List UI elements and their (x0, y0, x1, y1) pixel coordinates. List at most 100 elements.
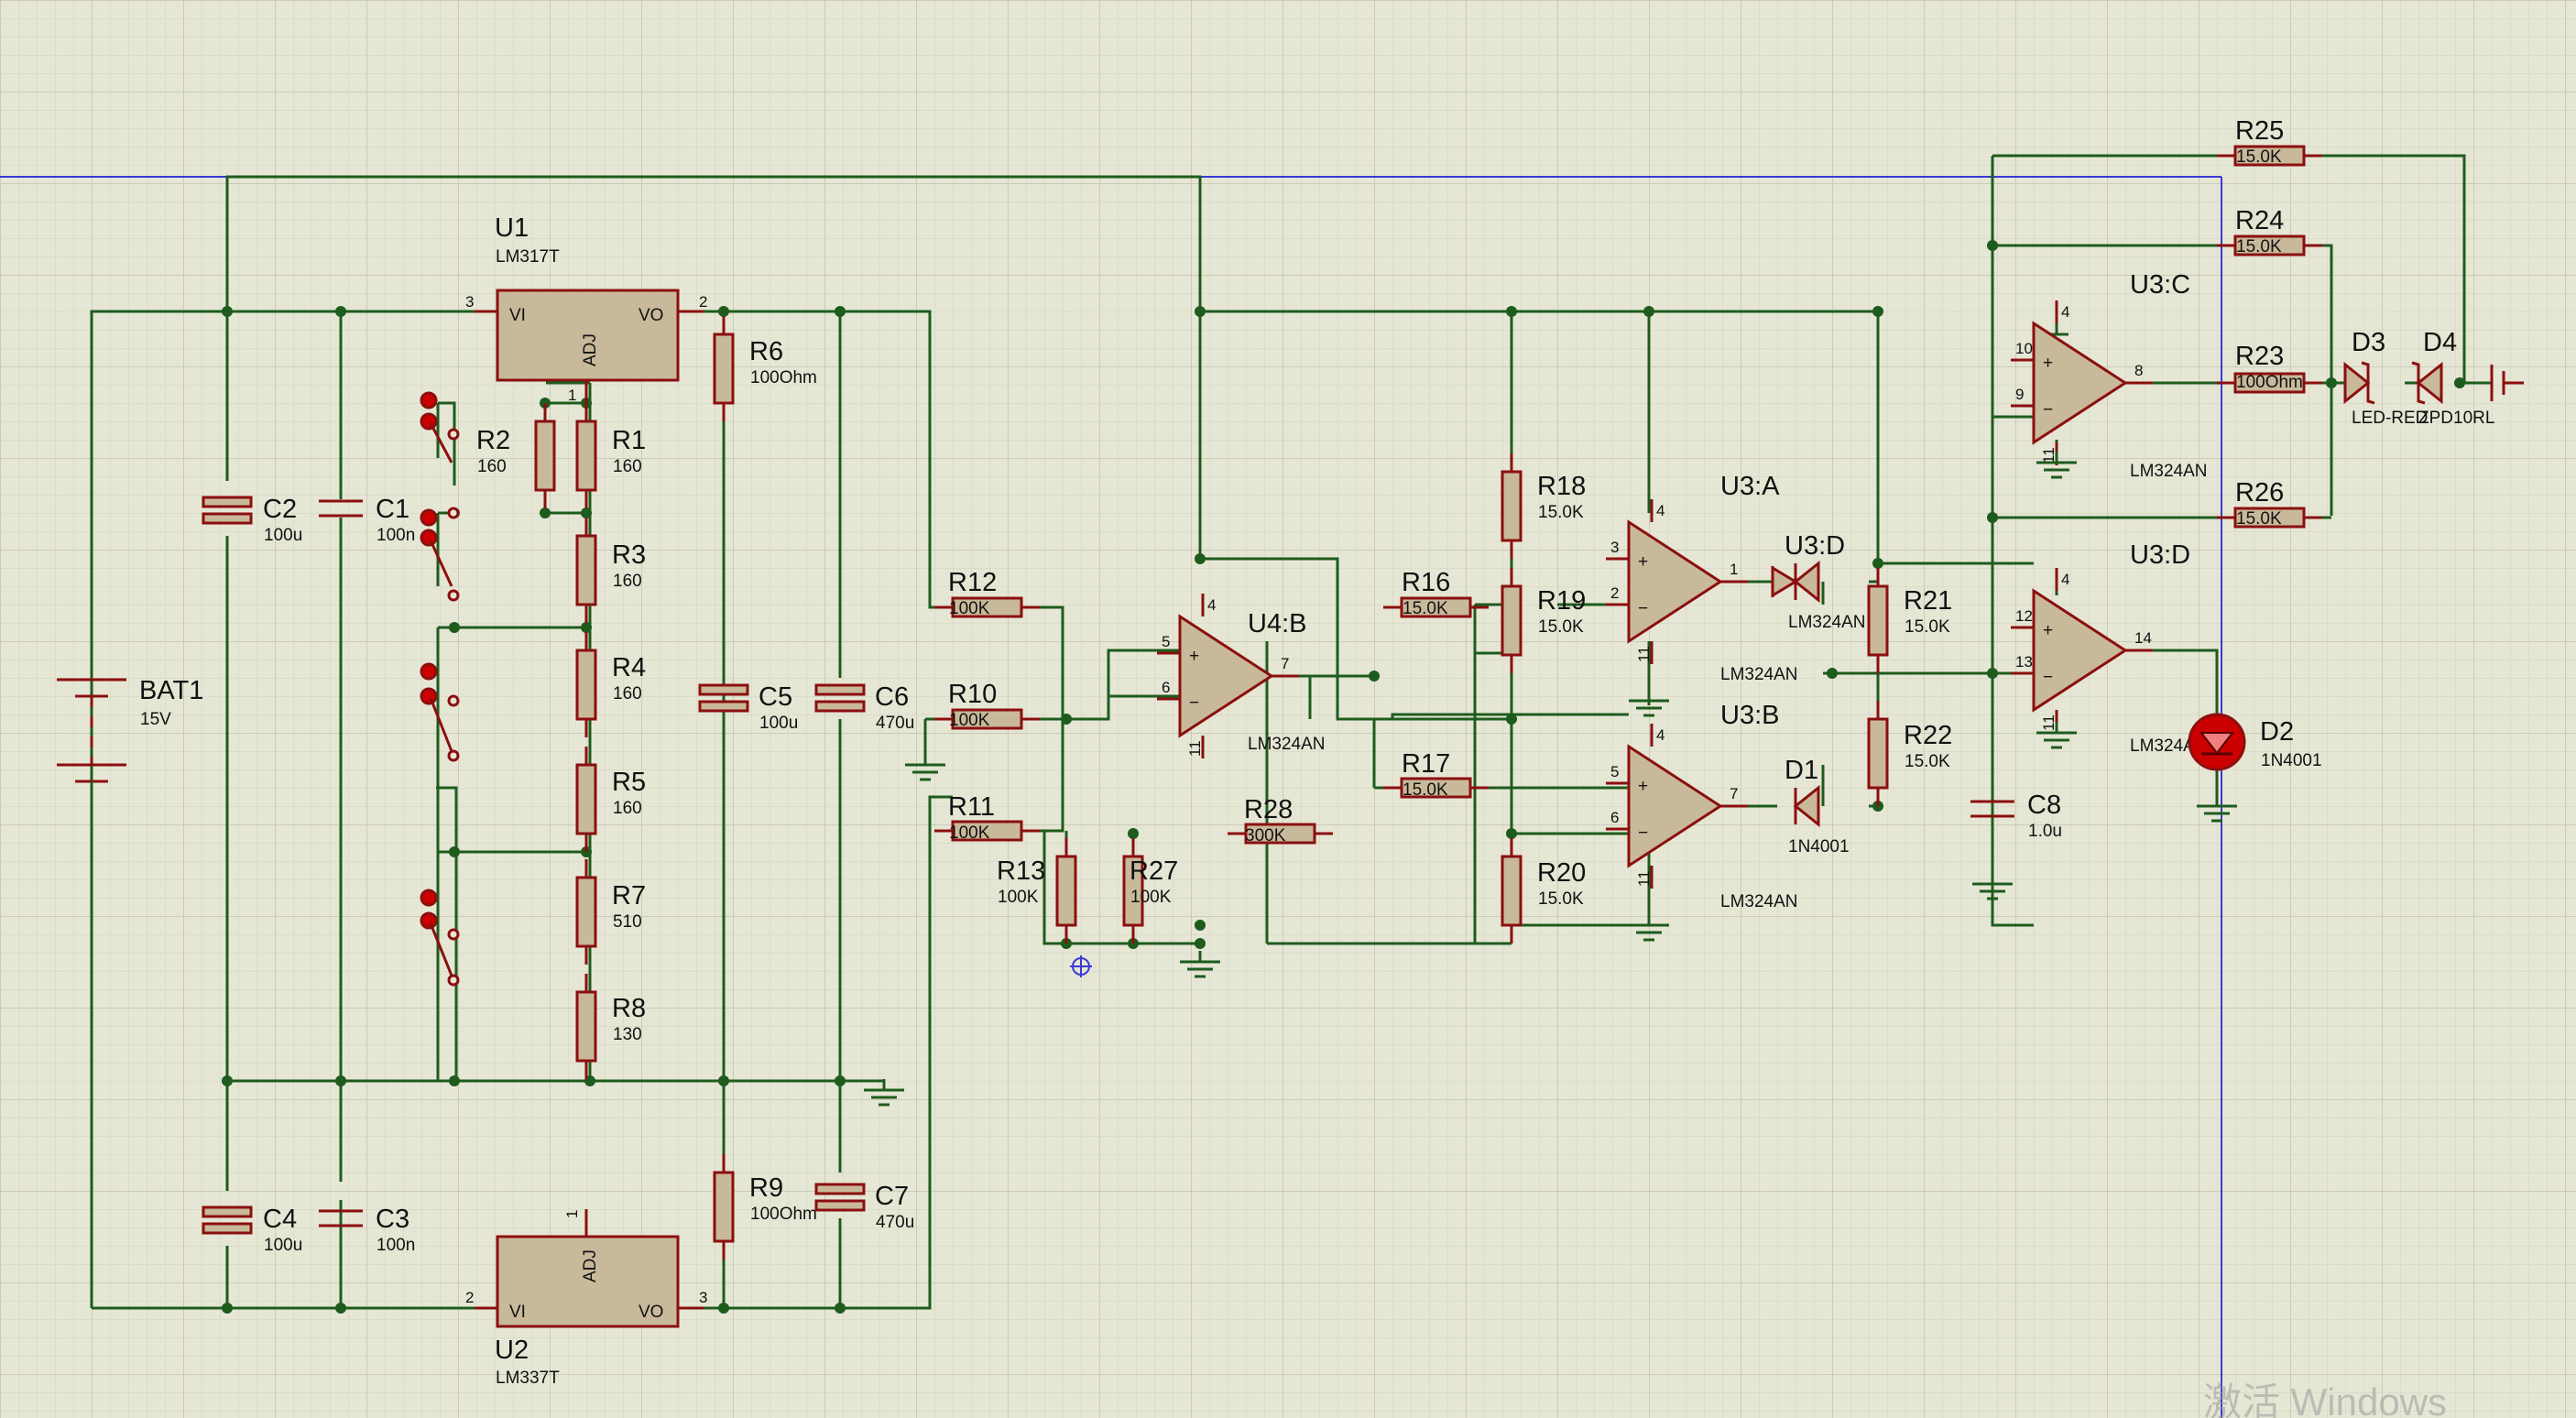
opamp-ref: U4:B (1248, 609, 1306, 638)
r12-value: 100K (949, 599, 990, 618)
d4-ref: D3 (2352, 328, 2385, 357)
opamp-pin-plus-num: 12 (2015, 607, 2033, 625)
probe-marker[interactable] (1070, 955, 1092, 977)
r4-value: 160 (613, 684, 642, 704)
junction-dot (718, 1075, 729, 1086)
junction-dot (1506, 828, 1517, 839)
r23-ref: R23 (2235, 342, 2284, 371)
rotary-switch[interactable] (420, 391, 460, 987)
bat1-battery[interactable]: BAT1 15V (57, 311, 203, 1308)
u2-pin-adj-num: 1 (563, 1210, 581, 1218)
d5-zener[interactable]: D4 ZPD10RL (2411, 328, 2494, 428)
u2-vi-label: VI (509, 1303, 526, 1322)
opamp-minus-sign: − (1638, 824, 1648, 843)
u2-adj-label: ADJ (581, 1249, 600, 1282)
c8-capacitor[interactable]: C81.0u (1970, 791, 2062, 841)
r3-value: 160 (613, 572, 642, 591)
u1-pin-vi-num: 3 (465, 293, 474, 311)
c4-ref: C4 (263, 1205, 297, 1234)
r18-ref: R18 (1537, 472, 1586, 501)
d3-led[interactable]: D2 1N4001 (2188, 713, 2322, 771)
d1-ref: U3:D (1785, 531, 1845, 561)
r19-ref: R19 (1537, 586, 1586, 616)
d5-ref: D4 (2423, 328, 2457, 357)
r9-value: 100Ohm (750, 1205, 817, 1224)
u2-ref: U2 (495, 1336, 529, 1365)
opamp-ref: U3:B (1720, 701, 1779, 730)
d2-diode[interactable]: D1 1N4001 (1785, 756, 1850, 856)
opamp-pin-plus-num: 3 (1610, 539, 1619, 556)
c1-value: 100n (377, 526, 415, 545)
opamp-pin-minus-num: 6 (1610, 809, 1619, 826)
opamp-pin-out-num: 1 (1730, 561, 1738, 578)
r19-value: 15.0K (1538, 617, 1584, 637)
u1-vo-label: VO (639, 306, 663, 325)
r10-value: 100K (949, 711, 990, 730)
d4-zener[interactable]: D3 LED-RED (2343, 328, 2428, 428)
opamp-plus-sign: + (1189, 647, 1199, 666)
r2-ref: R2 (476, 426, 510, 455)
d1-diode[interactable]: U3:D LM324AN (1771, 531, 1866, 632)
ground-icon (1972, 873, 2013, 900)
junction-dot (449, 1075, 460, 1086)
u2-regulator[interactable]: 2 3 1 VI VO ADJ U2 LM337T (465, 1209, 707, 1388)
opamp-value: LM324AN (1720, 665, 1798, 684)
junction-dot (2326, 377, 2337, 388)
opamp-pin-vneg-num: 11 (1186, 740, 1204, 757)
r4-ref: R4 (612, 653, 646, 682)
junction-dot (1987, 240, 1998, 251)
opamp-pin-out-num: 14 (2134, 629, 2152, 647)
junction-dot (835, 1075, 846, 1086)
opamp-pin-vneg-num: 11 (2040, 447, 2058, 464)
bat1-value: 15V (140, 710, 171, 729)
u1-regulator[interactable]: 3 2 1 VI VO ADJ U1 LM317T (465, 213, 707, 404)
opamp-value: LM324AN (2130, 736, 2208, 756)
u2-pin-vi-num: 2 (465, 1289, 474, 1306)
ground-icon (1180, 951, 1220, 978)
d5-value: ZPD10RL (2418, 409, 2494, 428)
junction-dot (222, 1303, 233, 1314)
junction-dot (1827, 668, 1838, 679)
ground-icon (1629, 690, 1669, 717)
